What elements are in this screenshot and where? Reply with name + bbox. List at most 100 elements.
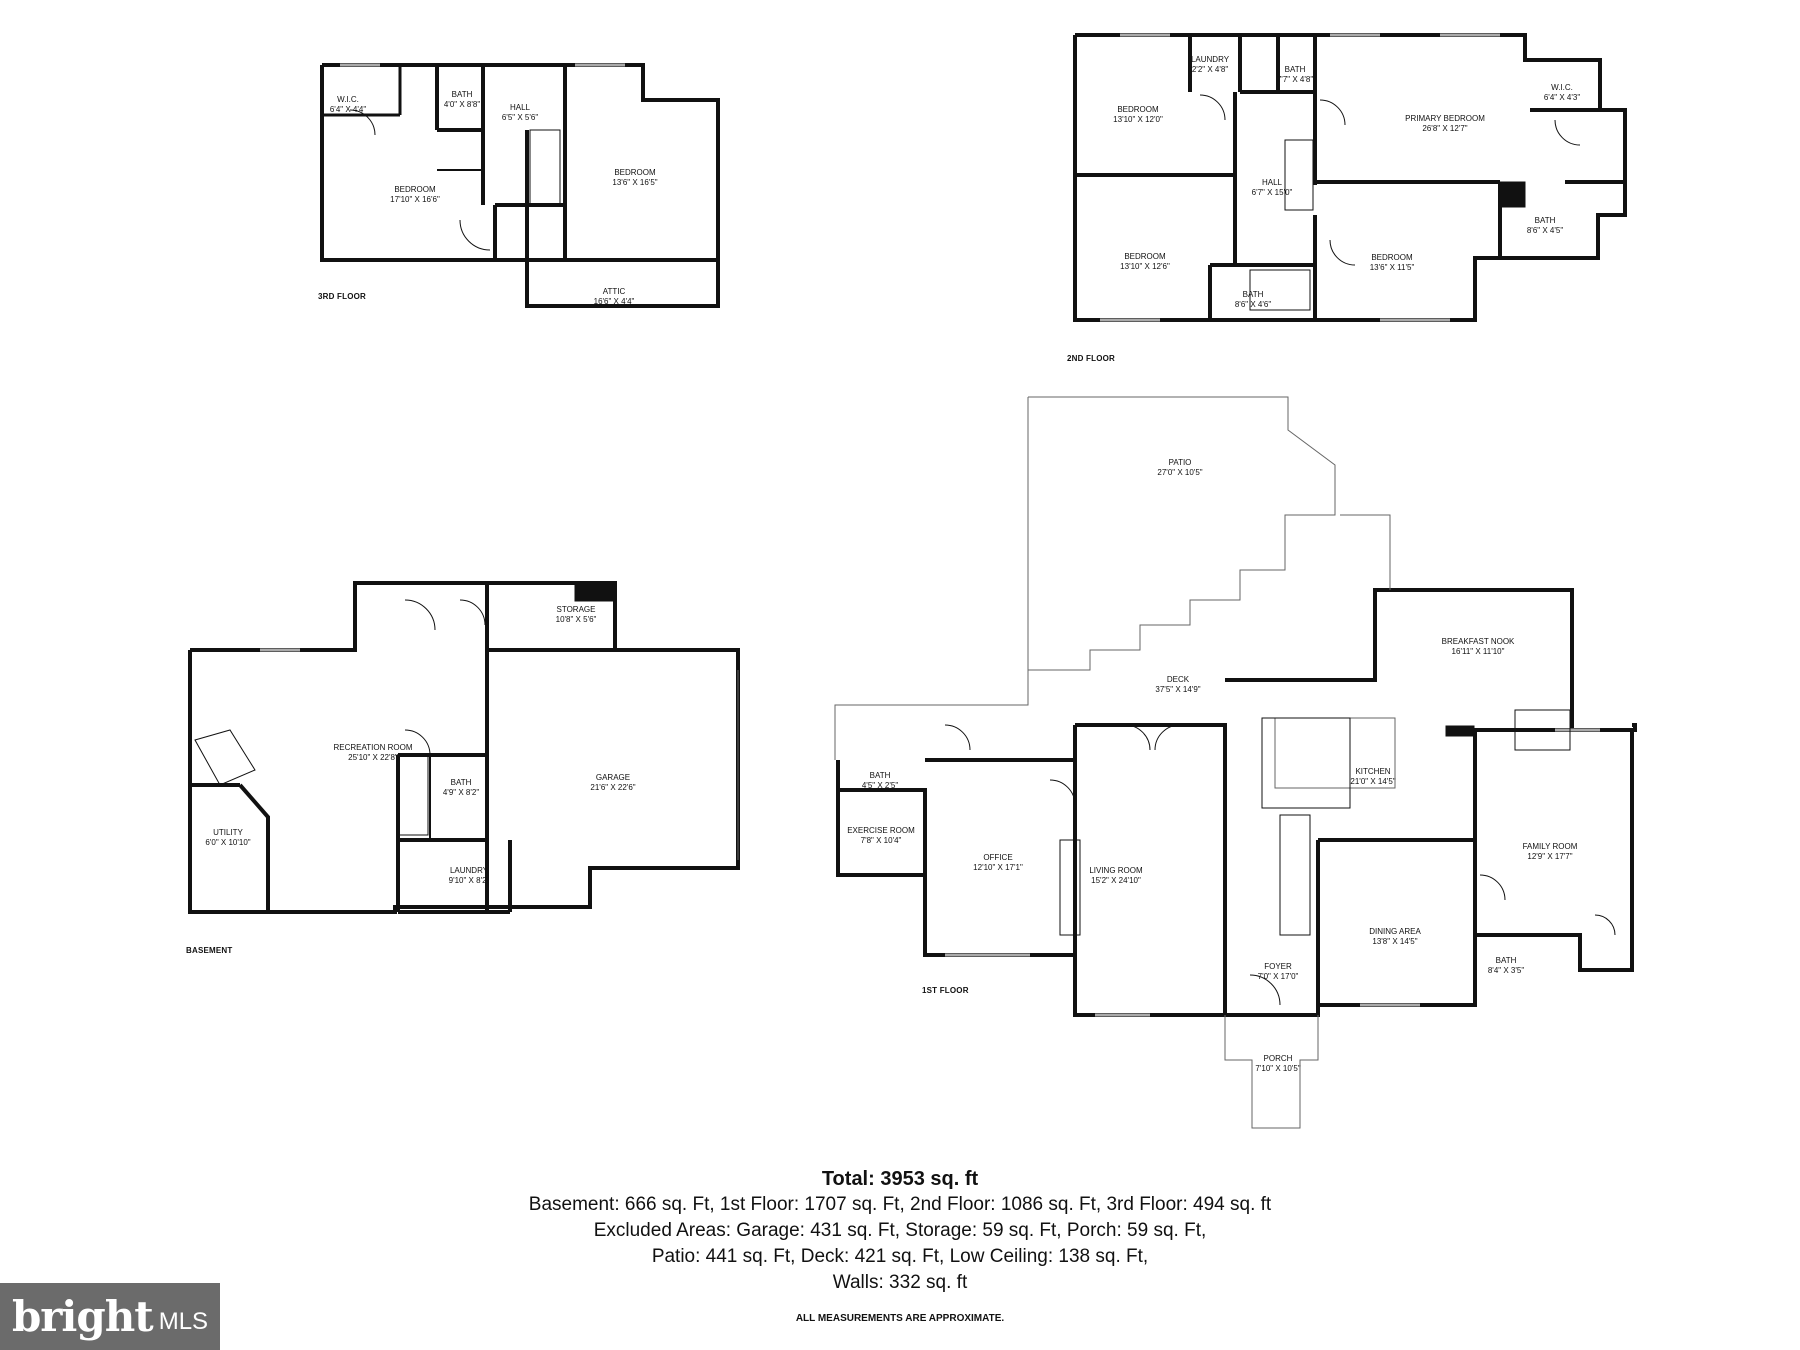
room-dimensions: 27'0" X 10'5" (1157, 468, 1203, 477)
room-name: STORAGE (556, 605, 596, 614)
room-label: W.I.C.6'4" X 4'3" (1544, 83, 1580, 103)
room-name: PATIO (1168, 458, 1192, 467)
room-dimensions: 6'7" X 15'0" (1251, 188, 1293, 197)
basement-label: BASEMENT (186, 946, 233, 955)
room-name: DECK (1166, 675, 1190, 684)
room-dimensions: 9'10" X 8'2" (448, 876, 490, 885)
room-dimensions: 4'5" X 2'5" (861, 781, 899, 790)
room-dimensions: 7'0" X 17'0" (1257, 972, 1299, 981)
bright-mls-logo: bright MLS (0, 1283, 220, 1350)
porch-outline (1224, 1015, 1319, 1129)
room-dimensions: 16'6" X 4'4" (593, 297, 635, 306)
room-dimensions: 6'5" X 5'6" (501, 113, 539, 122)
room-dimensions: 7'7" X 4'8" (1276, 75, 1314, 84)
room-name: FOYER (1264, 962, 1292, 971)
measurement-disclaimer: ALL MEASUREMENTS ARE APPROXIMATE. (795, 1313, 1005, 1324)
logo-brand: bright (11, 1292, 154, 1341)
room-dimensions: 13'10" X 12'6" (1120, 262, 1170, 271)
room-dimensions: 8'4" X 3'5" (1487, 966, 1525, 975)
logo-suffix: MLS (158, 1307, 209, 1335)
room-name: W.I.C. (337, 95, 359, 104)
second-floor-walls (1073, 33, 1627, 322)
room-dimensions: 8'6" X 4'5" (1526, 226, 1564, 235)
room-dimensions: 26'8" X 12'7" (1422, 124, 1468, 133)
room-name: BEDROOM (1124, 252, 1166, 261)
room-name: BATH (1242, 290, 1264, 299)
patio-outline (834, 396, 1336, 760)
room-dimensions: 4'0" X 8'8" (443, 100, 481, 109)
room-name: EXERCISE ROOM (847, 826, 915, 835)
room-name: BEDROOM (614, 168, 656, 177)
room-name: LAUNDRY (1190, 55, 1230, 64)
room-name: GARAGE (595, 773, 631, 782)
area-summary: Total: 3953 sq. ft Basement: 666 sq. Ft,… (0, 1166, 1800, 1296)
room-name: RECREATION ROOM (333, 743, 413, 752)
floor-areas-line: Basement: 666 sq. Ft, 1st Floor: 1707 sq… (528, 1194, 1272, 1215)
room-dimensions: 21'0" X 14'5" (1350, 777, 1396, 786)
room-label: W.I.C.6'4" X 4'4" (330, 95, 366, 115)
room-name: BATH (1495, 956, 1517, 965)
room-dimensions: 6'4" X 4'4" (329, 105, 367, 114)
room-name: UTILITY (213, 828, 243, 837)
walls-area-line: Walls: 332 sq. ft (832, 1272, 968, 1293)
second-floor-label: 2ND FLOOR (1067, 354, 1116, 363)
room-dimensions: 2'2" X 4'8" (1191, 65, 1229, 74)
room-name: HALL (1261, 178, 1283, 187)
room-dimensions: 10'8" X 5'6" (555, 615, 597, 624)
basement-walls (188, 581, 740, 914)
room-name: BEDROOM (1371, 253, 1413, 262)
room-name: BATH (451, 90, 473, 99)
excluded-areas-line: Excluded Areas: Garage: 431 sq. Ft, Stor… (593, 1220, 1207, 1241)
room-name: PORCH (1263, 1054, 1293, 1063)
room-dimensions: 12'9" X 17'7" (1527, 852, 1573, 861)
room-name: HALL (509, 103, 530, 112)
room-dimensions: 6'4" X 4'3" (1543, 93, 1581, 102)
room-dimensions: 8'6" X 4'6" (1234, 300, 1272, 309)
room-dimensions: 15'2" X 24'10" (1091, 876, 1141, 885)
third-floor-walls (320, 63, 720, 308)
room-name: PRIMARY BEDROOM (1405, 114, 1485, 123)
room-name: BEDROOM (1117, 105, 1159, 114)
room-name: BEDROOM (394, 185, 436, 194)
room-name: BATH (1534, 216, 1556, 225)
room-dimensions: 12'10" X 17'1" (973, 863, 1023, 872)
room-name: KITCHEN (1355, 767, 1391, 776)
room-dimensions: 4'9" X 8'2" (442, 788, 480, 797)
room-dimensions: 13'8" X 14'5" (1372, 937, 1418, 946)
room-name: BATH (1284, 65, 1306, 74)
room-dimensions: 7'8" X 10'4" (860, 836, 902, 845)
room-dimensions: 21'6" X 22'6" (590, 783, 636, 792)
room-name: BATH (450, 778, 472, 787)
room-name: ATTIC (602, 287, 626, 296)
excluded-areas-line-2: Patio: 441 sq. Ft, Deck: 421 sq. Ft, Low… (651, 1246, 1149, 1267)
room-name: FAMILY ROOM (1522, 842, 1578, 851)
